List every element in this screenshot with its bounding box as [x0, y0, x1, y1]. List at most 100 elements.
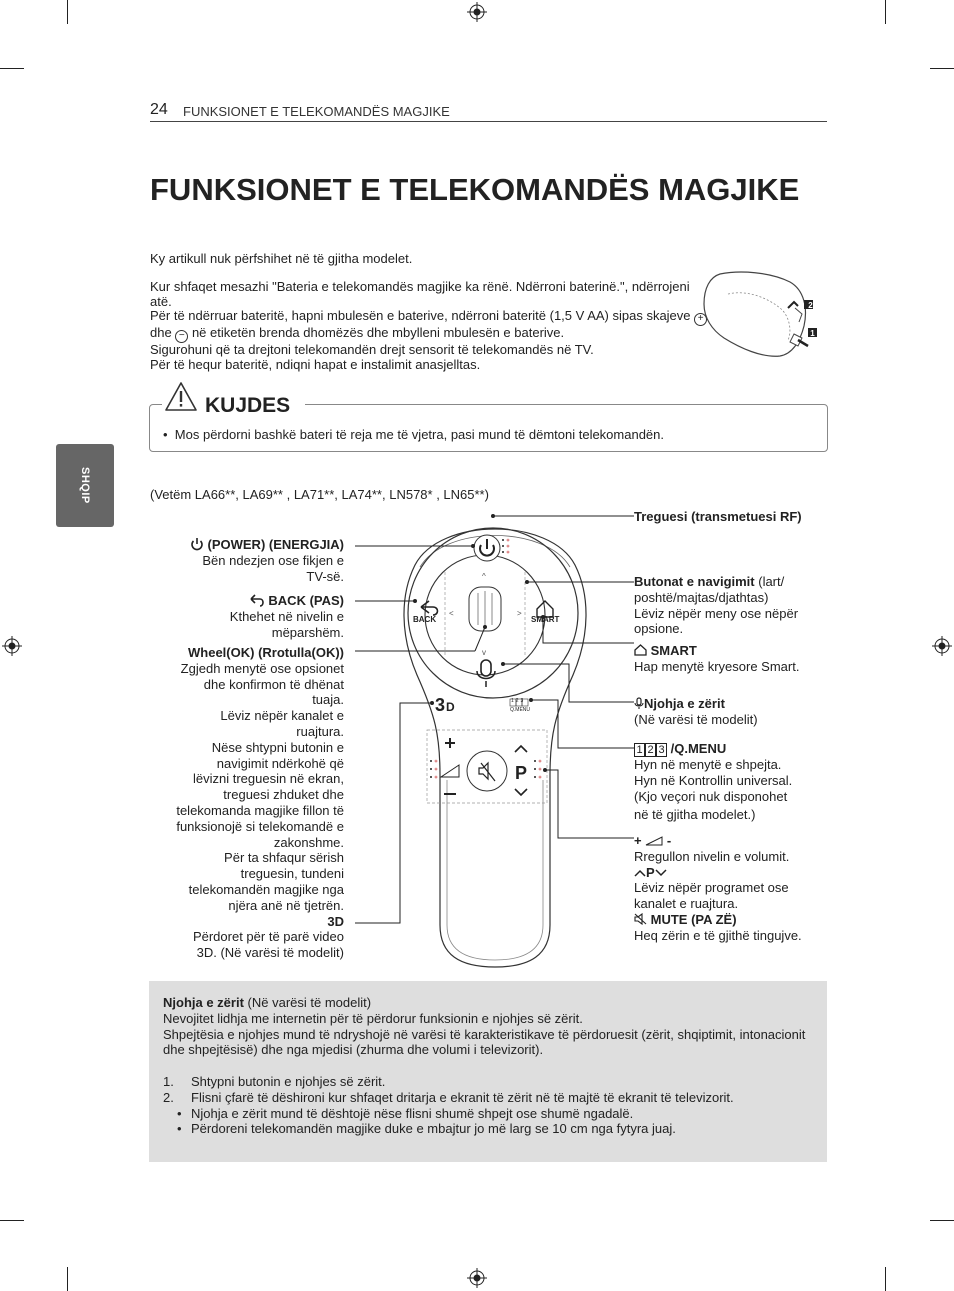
smart-title: SMART	[650, 643, 697, 658]
remove-battery-text: Për të hequr bateritë, ndiqni hapat e in…	[150, 356, 481, 372]
bullet-text: Njohja e zërit mund të dështojë nëse fli…	[191, 1105, 634, 1121]
warning-triangle-icon	[165, 382, 197, 411]
voice-note-paren: (Në varësi të modelit)	[243, 995, 372, 1010]
bullet: •	[177, 1105, 182, 1121]
running-header: FUNKSIONET E TELEKOMANDËS MAGJIKE	[183, 104, 450, 119]
chevron-up-icon	[634, 869, 646, 877]
qmenu-digit-box: 2	[645, 743, 656, 757]
battery-instructions: Kur shfaqet mesazhi "Bateria e telekoman…	[150, 279, 710, 372]
microphone-icon	[634, 697, 644, 709]
voice-note-box	[149, 981, 827, 1162]
back-label: BACK (PAS) Kthehet në nivelin e mëparshë…	[150, 593, 344, 640]
power-label: (POWER) (ENERGJIA) Bën ndezjen ose fikje…	[150, 537, 344, 584]
back-title: BACK (PAS)	[268, 593, 344, 608]
volume-plus: +	[634, 833, 642, 848]
back-desc-2: mëparshëm.	[271, 624, 344, 640]
wheel-line: zakonshme.	[273, 834, 344, 850]
chevron-down-icon	[655, 869, 667, 876]
power-title: (POWER) (ENERGJIA)	[207, 537, 345, 552]
bullet-text: Përdoreni telekomandën magjike duke e mb…	[191, 1121, 676, 1137]
wheel-line: Zgjedh menytë ose opsionet	[180, 660, 344, 676]
crop-mark	[0, 68, 24, 69]
voice-desc: (Në varësi të modelit)	[634, 711, 758, 727]
wheel-line: Lëviz nëpër kanalet e	[220, 708, 344, 724]
wheel-line: treguesin, tundeni	[240, 866, 344, 882]
mute-desc: Heq zërin e të gjithë tingujve.	[634, 927, 802, 943]
models-note: (Vetëm LA66**, LA69** , LA71**, LA74**, …	[150, 487, 489, 502]
remote-back-label: BACK	[413, 615, 437, 624]
remote-qmenu-label: Q.MENU	[510, 707, 530, 713]
voice-note: Njohja e zërit (Në varësi të modelit) Ne…	[163, 995, 813, 1137]
registration-mark-icon	[467, 1268, 487, 1288]
wheel-line: tuaja.	[312, 692, 344, 708]
crop-mark	[0, 1220, 24, 1221]
svg-text:^: ^	[482, 572, 486, 581]
wheel-line: treguesi zhduket dhe	[223, 787, 344, 803]
wheel-line: Për ta shfaqur sërish	[224, 850, 344, 866]
header-rule	[150, 121, 827, 122]
svg-text:>: >	[517, 609, 522, 618]
wheel-line: Nëse shtypni butonin e	[211, 739, 344, 755]
language-tab	[56, 444, 114, 527]
navigation-label: Butonat e navigimit (lart/ poshtë/majtas…	[634, 574, 834, 637]
caution-box	[149, 404, 828, 452]
smart-desc: Hap menytë kryesore Smart.	[634, 658, 800, 674]
wheel-line: telekomandën magjike nga	[188, 881, 344, 897]
language-tab-label: SHQIP	[79, 467, 91, 504]
crop-mark	[930, 68, 954, 69]
nav-title: Butonat e navigimit	[634, 574, 755, 589]
crop-mark	[885, 1267, 886, 1291]
list-item: • Njohja e zërit mund të dështojë nëse f…	[163, 1106, 813, 1122]
qmenu-title: /Q.MENU	[670, 741, 727, 756]
battery-message-text: Kur shfaqet mesazhi "Bateria e telekoman…	[150, 279, 690, 309]
registration-mark-icon	[932, 636, 952, 656]
battery-cover-illustration	[703, 271, 817, 357]
registration-mark-icon	[467, 2, 487, 22]
mute-icon	[634, 912, 647, 926]
smart-label: SMART Hap menytë kryesore Smart.	[634, 643, 834, 675]
nav-desc-2: Lëviz nëpër meny ose nëpër	[634, 605, 799, 621]
wheel-line: njëra anë në tjetrën.	[228, 897, 344, 913]
pointer-label: Treguesi (transmetuesi RF)	[634, 509, 802, 524]
caution-title: KUJDES	[205, 394, 291, 417]
list-item: 2. Flisni çfarë të dëshironi kur shfaqet…	[163, 1090, 813, 1106]
wheel-line: telekomanda magjike fillon të	[176, 802, 344, 818]
step-2-label: 2	[808, 301, 813, 310]
battery-replace-text: Për të ndërruar bateritë, hapni mbulesën…	[150, 308, 691, 323]
caution-item: • Mos përdorni bashkë bateri të reja me …	[163, 427, 664, 442]
battery-replace-text-2: në etiketën brenda dhomëzës dhe mbylleni…	[191, 325, 565, 340]
crop-mark	[67, 0, 68, 24]
volume-program-label: + - Rregullon nivelin e volumit. P Lëviz…	[634, 833, 834, 944]
qmenu-line: në të gjitha modelet.)	[634, 807, 756, 823]
svg-text:D: D	[446, 700, 455, 714]
remote-smart-label: SMART	[531, 615, 560, 624]
step-text: Flisni çfarë të dëshironi kur shfaqet dr…	[191, 1089, 734, 1105]
crop-mark	[67, 1267, 68, 1291]
three-d-desc-2: 3D. (Në varësi të modelit)	[196, 945, 344, 961]
page-title: FUNKSIONET E TELEKOMANDËS MAGJIKE	[150, 172, 800, 207]
wheel-line: dhe konfirmon të dhënat	[203, 676, 344, 692]
nav-desc-3: opsione.	[634, 621, 684, 637]
back-desc-1: Kthehet në nivelin e	[229, 608, 344, 624]
power-desc-2: TV-së.	[306, 568, 344, 584]
svg-text:P: P	[515, 763, 527, 783]
program-desc-2: kanalet e ruajtura.	[634, 896, 739, 912]
voice-label: Njohja e zërit (Në varësi të modelit)	[634, 696, 834, 728]
wheel-label: Wheel(OK) (Rrotulla(OK)) Zgjedh menytë o…	[150, 645, 344, 961]
qmenu-line: (Kjo veçori nuk disponohet	[634, 788, 788, 804]
magic-remote-diagram: ^ v < > 3 D P	[355, 514, 634, 968]
voice-note-line2: Shpejtësia e njohjes mund të ndryshojë n…	[163, 1026, 806, 1058]
list-item: 1. Shtypni butonin e njohjes së zërit.	[163, 1074, 813, 1090]
qmenu-line: Hyn në Kontrollin universal.	[634, 772, 793, 788]
program-p: P	[646, 864, 655, 880]
voice-note-line1: Nevojitet lidhja me internetin për të pë…	[163, 1010, 583, 1026]
wheel-line: funksionojë si telekomandë e	[176, 818, 344, 834]
step-number: 2.	[163, 1089, 174, 1105]
home-icon	[634, 644, 647, 656]
svg-text:v: v	[482, 648, 486, 657]
bullet: •	[177, 1121, 182, 1137]
crop-mark	[885, 0, 886, 24]
power-icon	[191, 538, 203, 551]
voice-note-title: Njohja e zërit	[163, 995, 244, 1010]
